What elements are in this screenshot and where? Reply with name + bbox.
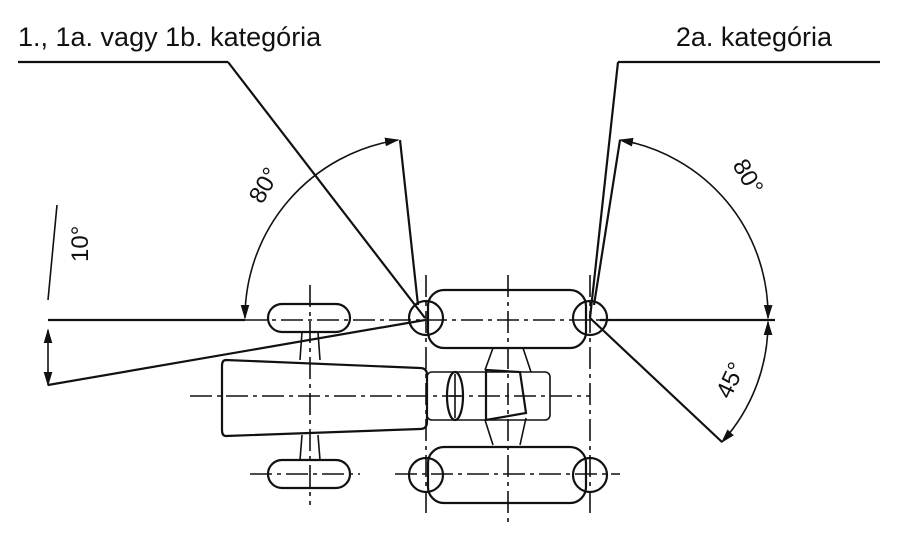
steering-wheel-icon (445, 370, 465, 422)
ten-degree-line (47, 318, 426, 387)
left-eighty-degree-line (398, 139, 420, 306)
tractor-outline (190, 275, 620, 522)
forty-five-degree-label: 45° (711, 358, 751, 402)
track-top (426, 288, 588, 350)
right-eighty-degree-arc (618, 137, 773, 320)
left-eighty-degree-arc (240, 137, 400, 320)
forty-five-degree-line (589, 317, 723, 443)
ten-degree-label: 10° (67, 226, 94, 262)
track-bottom (426, 445, 588, 505)
tractor-body (220, 358, 429, 438)
right-eye-point (571, 299, 609, 337)
left-leader-line (18, 60, 426, 319)
front-wheel-bottom (266, 458, 352, 490)
front-wheel-top (266, 302, 352, 334)
left-category-label: 1., 1a. vagy 1b. kategória (18, 22, 322, 52)
left-eighty-degree-label: 80° (244, 163, 286, 208)
seat (484, 368, 528, 422)
ten-degree-dimension (43, 204, 58, 387)
forty-five-degree-arc (721, 320, 773, 444)
left-eye-point (407, 299, 445, 337)
right-leader-line (588, 60, 880, 319)
right-category-label: 2a. kategória (676, 22, 833, 52)
right-eighty-degree-label: 80° (727, 155, 769, 200)
right-eighty-degree-line (592, 139, 622, 306)
